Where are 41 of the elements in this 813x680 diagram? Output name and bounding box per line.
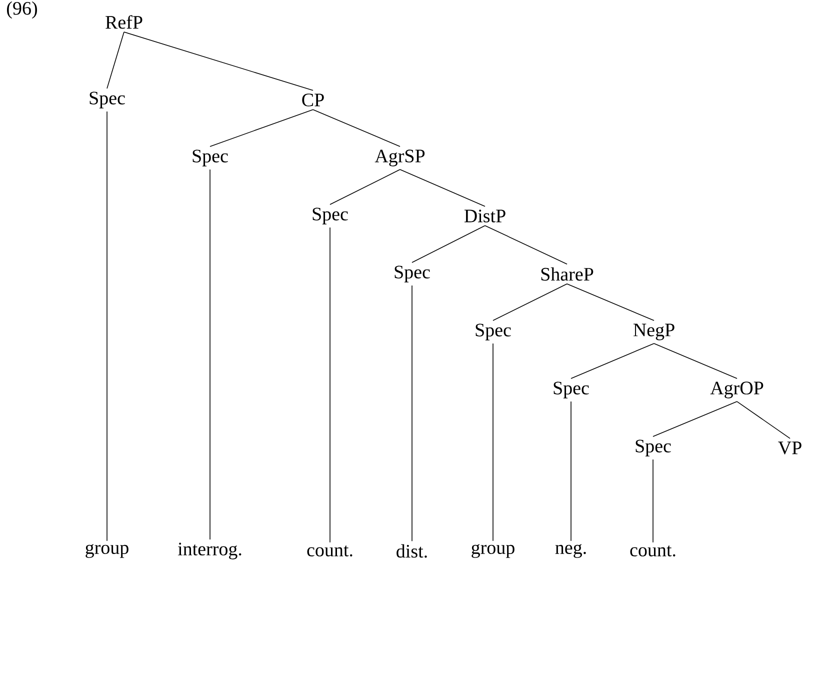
tree-branch xyxy=(652,459,654,543)
category-label: Spec xyxy=(636,440,671,456)
leaf-word: interrog. xyxy=(178,542,242,560)
category-label: DistP xyxy=(464,210,506,222)
category-label: NegP xyxy=(633,324,674,340)
leaf-word: group xyxy=(86,544,128,558)
tree-branch xyxy=(210,109,314,147)
category-label: RefP xyxy=(106,15,142,29)
tree-branch xyxy=(400,169,486,207)
category-label: ShareP xyxy=(541,267,594,281)
leaf-word: dist. xyxy=(396,544,427,558)
tree-branch xyxy=(652,401,738,437)
tree-branch xyxy=(312,109,400,147)
category-label: Spec xyxy=(476,324,511,340)
leaf-word: neg. xyxy=(555,544,586,558)
category-label: Spec xyxy=(554,382,589,398)
tree-branch xyxy=(330,169,400,205)
category-label: Spec xyxy=(90,92,125,108)
tree-branch xyxy=(566,284,654,321)
tree-branch xyxy=(106,111,108,542)
tree-branch xyxy=(492,343,494,542)
category-label: CP xyxy=(302,94,324,106)
tree-branch xyxy=(570,343,654,379)
tree-branch xyxy=(492,284,568,321)
leaf-word: group xyxy=(472,544,514,558)
category-label: Spec xyxy=(312,208,348,224)
category-label: AgrOP xyxy=(710,382,764,398)
category-label: VP xyxy=(778,442,802,454)
leaf-word: count. xyxy=(630,546,676,556)
tree-branch xyxy=(484,225,568,265)
tree-branch xyxy=(570,401,572,542)
category-label: Spec xyxy=(394,266,430,282)
example-number: (96) xyxy=(7,1,37,19)
tree-branch xyxy=(412,225,486,263)
tree-branch xyxy=(106,32,124,89)
leaf-word: count. xyxy=(307,546,352,556)
category-label: Spec xyxy=(192,150,228,166)
category-label: AgrSP xyxy=(374,150,425,166)
tree-branch xyxy=(736,401,790,439)
tree-branch xyxy=(654,343,738,379)
tree-branch xyxy=(124,32,314,91)
